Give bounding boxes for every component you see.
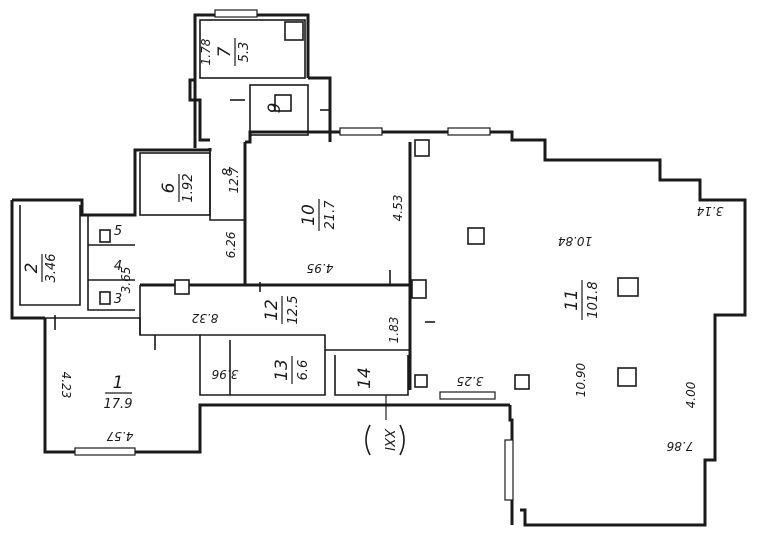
room-number: 7 — [215, 46, 235, 57]
dim-label: 4.57 — [106, 429, 133, 443]
column — [414, 374, 428, 388]
dim-label: 4.00 — [684, 381, 698, 408]
room-7: 7 5.3 — [215, 38, 252, 66]
room-14-number: 14 — [355, 367, 375, 389]
door-marks — [54, 99, 435, 350]
room-5-number: 5 — [114, 224, 122, 239]
dim-label: 6.26 — [224, 231, 238, 258]
dim-label: 12.7 — [227, 166, 241, 193]
column — [414, 139, 430, 157]
room-number: 1 — [113, 373, 124, 393]
fixture — [284, 21, 304, 41]
fixture — [99, 229, 111, 243]
dim-label: 1.83 — [387, 317, 401, 344]
dim-label: 3.65 — [119, 267, 133, 294]
room-area: 21.7 — [323, 200, 338, 230]
column — [617, 277, 639, 297]
room-area: 12.5 — [286, 296, 301, 325]
section-label: XXI — [381, 428, 396, 451]
dim-label: 7.86 — [666, 439, 693, 453]
column — [514, 374, 530, 390]
room-number: 2 — [22, 263, 42, 274]
room-number: 13 — [272, 359, 292, 381]
dimensions: 4.57 4.23 3.96 8.32 3.65 6.26 12.7 4.95 … — [59, 38, 723, 453]
room-area: 17.9 — [104, 397, 133, 412]
dim-label: 3.25 — [457, 374, 484, 388]
fixture — [274, 94, 292, 112]
room-number: 6 — [159, 182, 179, 193]
room-number: 10 — [299, 204, 319, 226]
room-area: 5.3 — [237, 42, 252, 63]
dim-label: 3.14 — [697, 204, 724, 218]
room-number: 11 — [562, 289, 582, 311]
room-number: 12 — [262, 299, 282, 321]
dim-label: 10.90 — [574, 362, 588, 397]
room-area: 101.8 — [586, 281, 601, 318]
room-area: 3.46 — [44, 254, 59, 283]
room-11: 11 101.8 — [562, 280, 601, 320]
dim-label: 4.95 — [307, 261, 334, 275]
room-9-number: 9 — [265, 103, 285, 114]
dim-label: 8.32 — [192, 311, 219, 325]
dim-label: 1.78 — [199, 38, 213, 65]
column — [174, 279, 190, 295]
room-6: 6 1.92 — [159, 174, 196, 203]
room-12: 12 12.5 — [262, 296, 301, 325]
column — [467, 227, 485, 245]
column — [617, 367, 637, 387]
dim-label: 4.53 — [391, 195, 405, 222]
room-8-number: 8 — [221, 168, 236, 176]
fixture — [99, 291, 111, 305]
room-1: 1 17.9 — [104, 373, 133, 412]
windows — [74, 9, 514, 501]
room-4-number: 4 — [114, 259, 122, 274]
columns — [99, 21, 639, 390]
dim-label: 3.96 — [211, 367, 238, 381]
dim-label: 4.23 — [59, 372, 73, 399]
room-10: 10 21.7 — [299, 199, 338, 231]
column — [411, 279, 427, 299]
interior-walls — [19, 19, 412, 396]
room-3-number: 3 — [114, 292, 122, 307]
room-13: 13 6.6 — [272, 356, 311, 384]
section-mark: XXI — [365, 395, 405, 456]
room-2: 2 3.46 — [22, 254, 59, 283]
dim-label: 10.84 — [558, 234, 592, 248]
room-area: 1.92 — [181, 174, 196, 203]
room-area: 6.6 — [296, 360, 311, 381]
